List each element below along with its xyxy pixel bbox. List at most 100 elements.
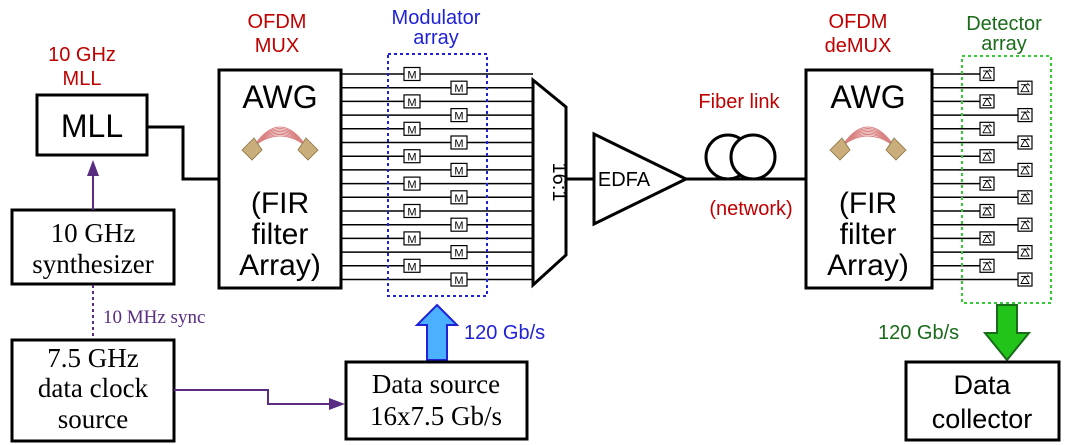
svg-text:M: M [454, 193, 463, 205]
svg-text:M: M [407, 179, 416, 191]
data-source-label-1: Data source [372, 369, 500, 399]
input-rate-arrow-icon [414, 303, 460, 361]
svg-text:M: M [454, 111, 463, 123]
svg-text:M: M [454, 138, 463, 150]
clock-label-2: data clock [38, 373, 149, 403]
awg-demux-grating-icon [829, 126, 907, 161]
svg-text:M: M [454, 275, 463, 287]
fiber-link-label: Fiber link [698, 91, 780, 113]
awg-mux-title: AWG [242, 79, 317, 115]
photodetector-icon [1017, 272, 1033, 287]
data-collector-label-2: collector [932, 404, 1033, 434]
awg-mux-sub-3: Array) [239, 249, 321, 282]
photodetector-icon [1017, 162, 1033, 177]
modulator-array-outline [387, 53, 488, 297]
modulator-icon: M [403, 94, 421, 109]
photodetector-icon [979, 176, 995, 191]
synthesizer-block [10, 208, 176, 286]
awg-mux-block [217, 68, 343, 290]
awg-demux-sub-3: Array) [827, 249, 909, 282]
awg-mux-grating-icon [241, 126, 319, 161]
detector-array [979, 66, 1033, 287]
mll-output-line [147, 125, 220, 181]
network-label: (network) [709, 198, 792, 220]
output-rate-label: 120 Gb/s [878, 322, 959, 344]
sync-label: 10 MHz sync [103, 307, 205, 328]
data-collector-block [904, 360, 1061, 442]
photodetector-icon [1017, 135, 1033, 150]
modulator-icon: M [450, 80, 468, 95]
photodetector-icon [979, 258, 995, 273]
synthesizer-label-1: 10 GHz [51, 218, 136, 248]
mll-rate-label-2: MLL [63, 68, 102, 90]
svg-text:M: M [454, 248, 463, 260]
data-source-block [344, 360, 529, 441]
photodetector-icon [979, 66, 995, 82]
awg-mux-sub-1: (FIR [251, 187, 309, 220]
modulator-icon: M [450, 272, 468, 287]
modulator-icon: M [403, 66, 421, 82]
photodetector-icon [979, 203, 995, 219]
photodetector-icon [979, 149, 995, 164]
combiner-label: 16:1 [548, 163, 570, 202]
data-source-label-2: 16x7.5 Gb/s [370, 401, 502, 431]
photodetector-icon [1017, 80, 1033, 95]
photodetector-icon [1017, 190, 1033, 205]
input-rate-label: 120 Gb/s [464, 322, 545, 344]
modulator-icon: M [403, 203, 421, 219]
fiber-coil-icon-2 [729, 133, 777, 181]
photodetector-icon [979, 231, 995, 246]
photodetector-icon [979, 94, 995, 109]
clock-label-1: 7.5 GHz [47, 343, 138, 373]
awg-demux-title: AWG [830, 79, 905, 115]
awg-demux-sub-1: (FIR [839, 187, 897, 220]
modulator-icon: M [403, 231, 421, 246]
awg-demux-block [804, 68, 934, 290]
demux-channel-lines [932, 73, 1018, 281]
clock-to-source-line [174, 389, 332, 405]
awg-mux-sub-2: filter [252, 218, 309, 251]
modulator-icon: M [450, 162, 468, 177]
synthesizer-label-2: synthesizer [32, 249, 153, 279]
synth-to-mll-arrowhead [87, 160, 99, 176]
clock-source-block [10, 338, 176, 443]
mll-rate-label-1: 10 GHz [48, 44, 116, 66]
svg-text:M: M [407, 97, 416, 109]
ofdm-demux-label-1: OFDM [829, 11, 888, 33]
ofdm-mux-label-1: OFDM [248, 11, 307, 33]
svg-text:M: M [407, 261, 416, 273]
svg-text:M: M [454, 165, 463, 177]
modulator-icon: M [403, 176, 421, 191]
svg-text:M: M [454, 220, 463, 232]
modulator-icon: M [403, 149, 421, 164]
clock-label-3: source [58, 404, 128, 434]
modulator-icon: M [450, 217, 468, 232]
awg-demux-sub-2: filter [840, 218, 897, 251]
photodetector-icon [979, 121, 995, 136]
ofdm-mux-label-2: MUX [255, 35, 299, 57]
svg-text:M: M [407, 234, 416, 246]
svg-text:M: M [454, 83, 463, 95]
mll-block [35, 93, 149, 157]
modulator-icon: M [450, 245, 468, 260]
svg-text:M: M [407, 207, 416, 219]
detector-array-outline [961, 55, 1052, 304]
svg-text:M: M [407, 152, 416, 164]
ofdm-demux-label-2: deMUX [825, 35, 892, 57]
photodetector-icon [1017, 107, 1033, 123]
photodetector-icon [1017, 217, 1033, 232]
modulator-icon: M [450, 190, 468, 205]
modulator-icon: M [450, 107, 468, 123]
edfa-label: EDFA [598, 169, 651, 191]
modulator-icon: M [450, 135, 468, 150]
data-collector-label-1: Data [953, 370, 1011, 400]
mux-channel-lines [341, 73, 533, 281]
photodetector-icon [1017, 245, 1033, 260]
svg-text:M: M [407, 70, 416, 82]
output-rate-arrow-icon [982, 304, 1032, 362]
modulator-icon: M [403, 121, 421, 136]
modulator-array-label-2: array [413, 27, 459, 49]
detector-array-label-1: Detector [966, 13, 1042, 35]
